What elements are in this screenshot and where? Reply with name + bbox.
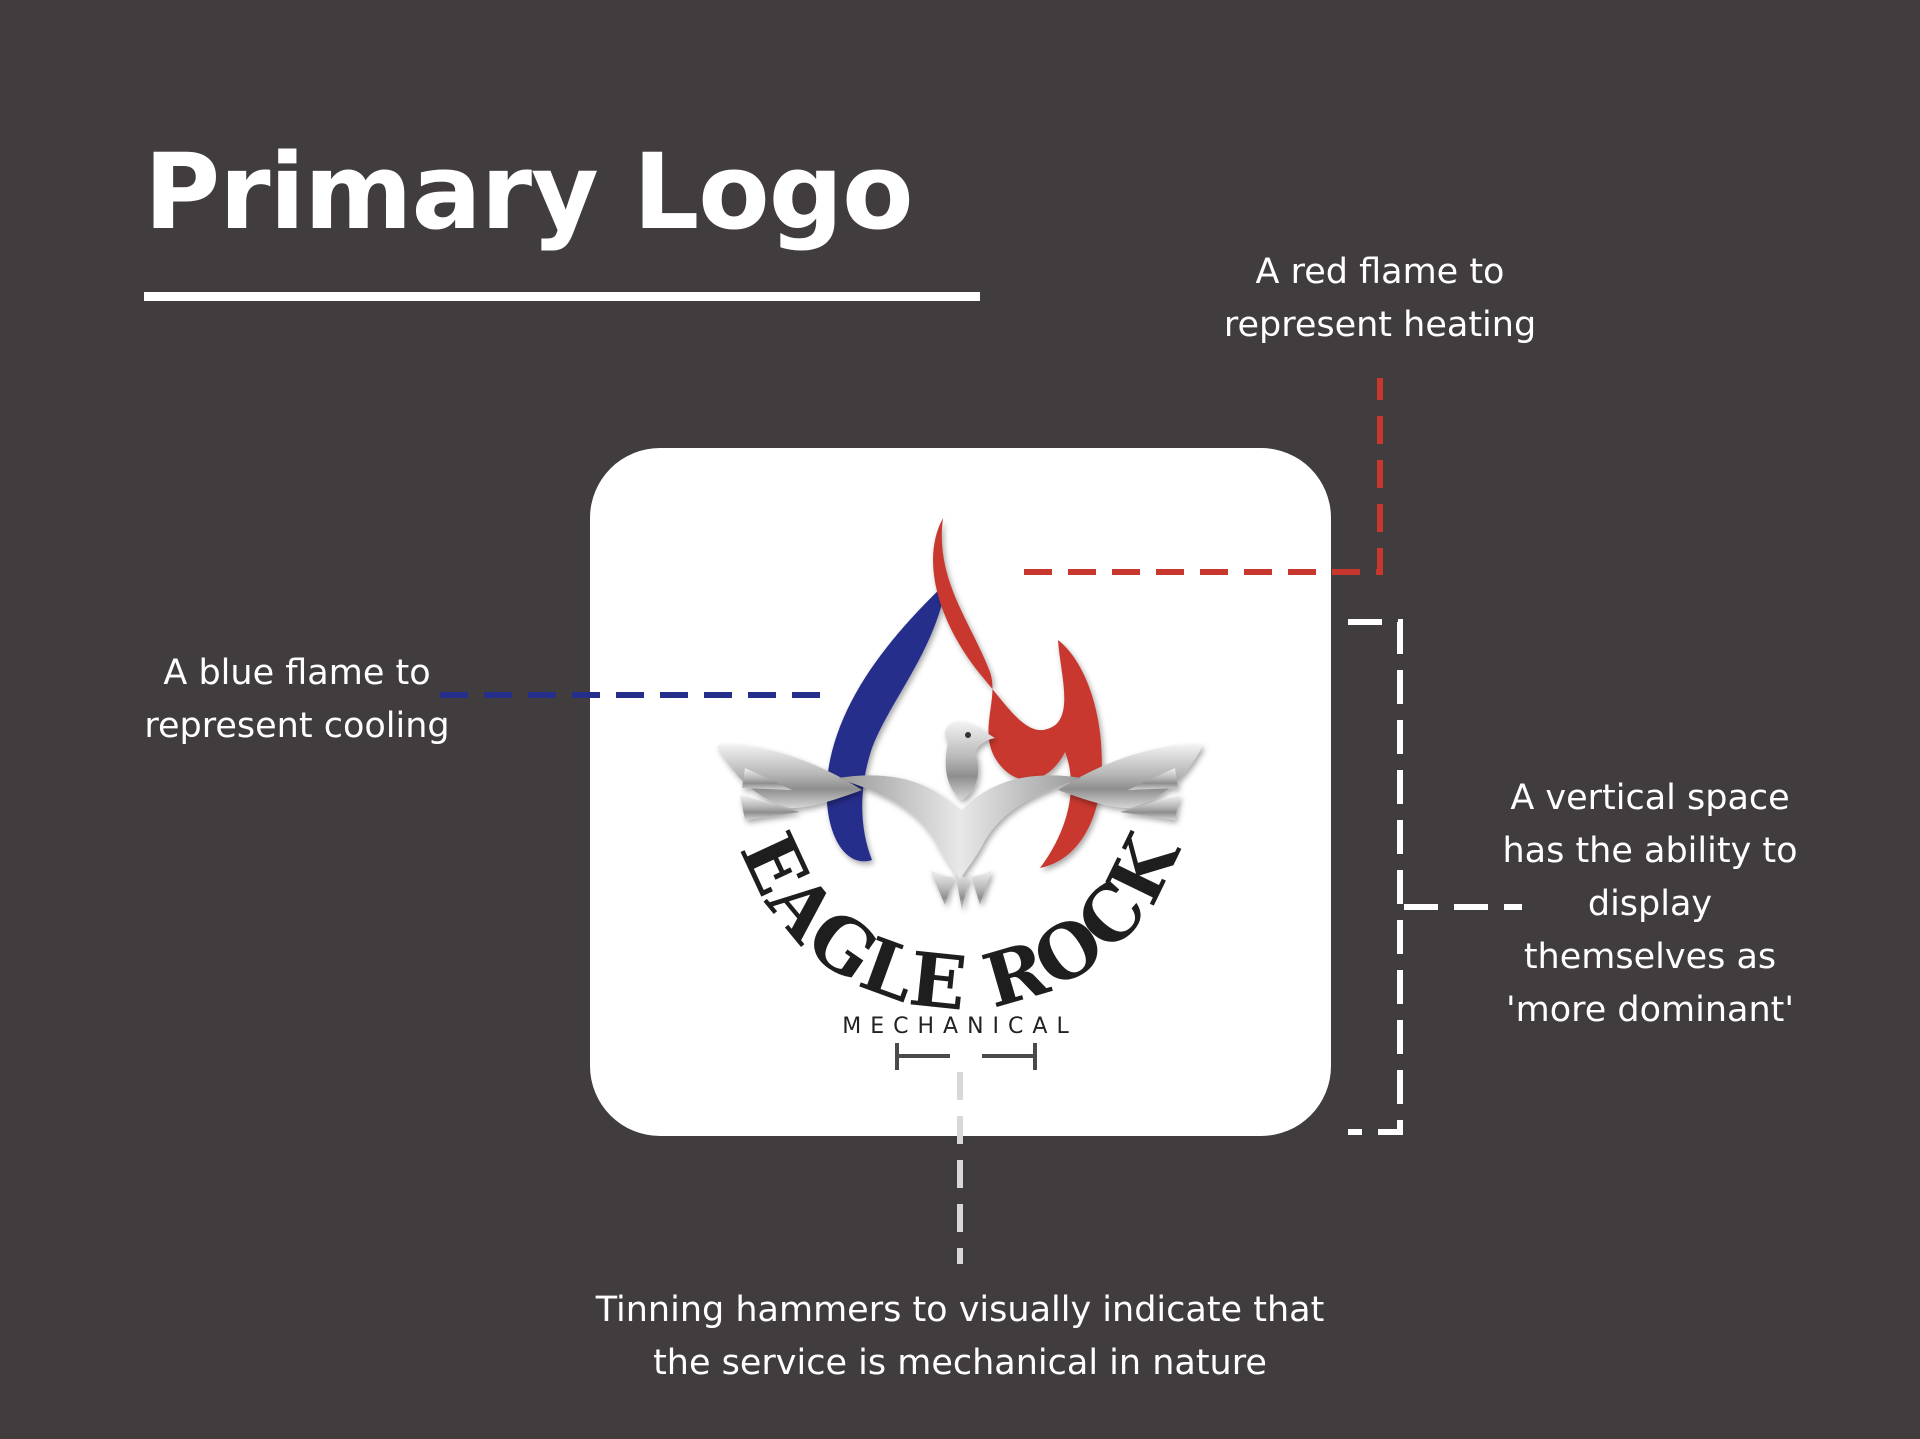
- red-leader-line: [1024, 378, 1383, 575]
- red-flame: [933, 518, 1102, 868]
- hammers-icon: [895, 1043, 1037, 1070]
- annotation-red-flame: A red flame to represent heating: [1223, 252, 1537, 345]
- annotation-blue-flame: A blue flame to represent cooling: [144, 653, 450, 746]
- annotation-vertical-space: A vertical space has the ability to disp…: [1502, 778, 1798, 1030]
- vertical-space-bracket: [1348, 619, 1403, 1135]
- eagle-icon: [717, 721, 1203, 910]
- title-underline: [144, 292, 980, 301]
- logo-tagline: MECHANICAL: [842, 1014, 1078, 1039]
- annotation-hammers: Tinning hammers to visually indicate tha…: [595, 1290, 1325, 1383]
- page-title: Primary Logo: [144, 131, 914, 253]
